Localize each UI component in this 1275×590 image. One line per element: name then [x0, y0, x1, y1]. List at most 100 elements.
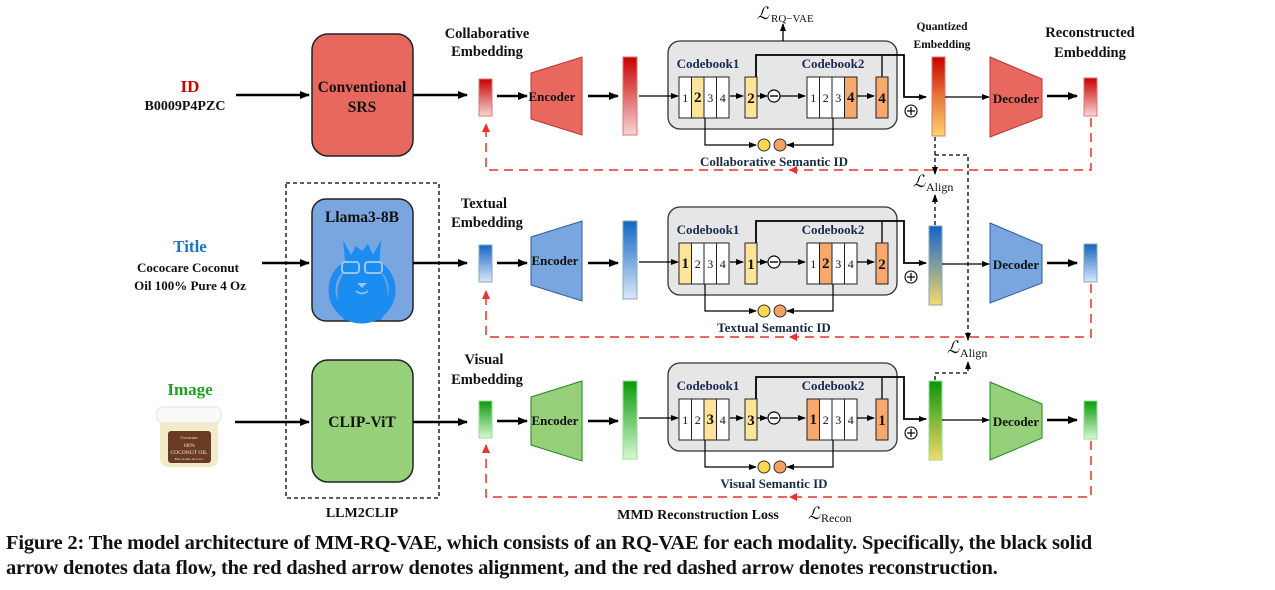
loss-recon-symbol: ℒ: [808, 504, 821, 524]
conventional-srs-label-line1: Conventional: [318, 79, 407, 96]
alignment-arrow: [935, 154, 971, 341]
textual-embedding-label-line1: Textual: [461, 196, 507, 212]
reconstructed-embedding-vector: [1083, 243, 1098, 283]
reconstruction-loss-arrow: [482, 284, 1092, 338]
codebook2-label: Codebook2: [802, 56, 865, 71]
llm2clip-group-box: [285, 182, 440, 499]
quantized-embedding-vector: [928, 380, 943, 461]
textual-embedding-vector: [478, 244, 493, 283]
quantized-embedding-vector: [928, 225, 943, 306]
input-title-value-line2: Oil 100% Pure 4 Oz: [134, 278, 246, 293]
loss-recon-subscript: Recon: [821, 511, 852, 525]
semantic-id-arrow: [704, 440, 757, 470]
input-title-value-line1: Cococare Coconut: [137, 260, 240, 275]
input-image-title: Image: [167, 380, 213, 399]
codebook2-entry: [844, 242, 858, 285]
codebook1-label: Codebook1: [677, 56, 740, 71]
codebook1-entry-index: 4: [720, 413, 726, 427]
product-label-brand: Cococare: [181, 435, 198, 440]
selected-code-1: [744, 242, 758, 285]
codebook1-entry-index: 3: [707, 91, 713, 105]
selected-code-2-index: 4: [878, 91, 886, 107]
semantic-id-token-2: [773, 304, 787, 318]
codebook1-entry-index: 1: [682, 413, 688, 427]
clip-vit-label: CLIP-ViT: [328, 414, 396, 431]
selected-code-1-index: 3: [747, 413, 755, 429]
semantic-id-arrow: [704, 284, 757, 314]
codebook1-label: Codebook1: [677, 222, 740, 237]
codebook1-entry: [716, 242, 730, 285]
mmd-reconstruction-loss-label: MMD Reconstruction Loss: [617, 508, 779, 523]
figure-caption: Figure 2: The model architecture of MM-R…: [6, 531, 1271, 581]
codebook2-entry: [844, 398, 858, 441]
input-id-title: ID: [181, 77, 200, 96]
llama-icon: [328, 240, 396, 324]
quantized-embedding-label-line2: Embedding: [914, 39, 971, 51]
reconstructed-embedding-label-line2: Embedding: [1054, 45, 1126, 61]
codebook1-entry-index: 2: [695, 257, 701, 271]
codebook2-entry-index: 3: [835, 91, 841, 105]
llm2clip-label: LLM2CLIP: [326, 506, 399, 521]
encoded-latent-vector: [622, 56, 638, 136]
semantic-id-token-1: [757, 460, 771, 474]
decoder-label: Decoder: [993, 91, 1039, 106]
reconstruction-loss-arrow: [482, 118, 1092, 171]
product-label-sub: Pure Aceite de Coco: [175, 457, 204, 461]
encoder-block: [530, 220, 583, 302]
conventional-srs-label-line2: SRS: [348, 99, 376, 116]
decoder-label: Decoder: [993, 257, 1039, 272]
codebook2-entry-index: 2: [823, 91, 829, 105]
quantized-embedding-vector: [931, 56, 946, 137]
selected-code-1: [744, 76, 758, 119]
encoder-label: Encoder: [529, 89, 576, 104]
alignment-arrow: [934, 361, 971, 380]
caption-line-2: arrow denotes data flow, the red dashed …: [6, 557, 998, 579]
codebook2-entry-index: 1: [810, 412, 818, 428]
product-label-name: COCONUT OIL: [170, 450, 208, 456]
encoded-latent-vector: [622, 220, 638, 300]
codebook2-entry-index: 3: [835, 257, 841, 271]
codebook2-entry-index: 4: [848, 413, 854, 427]
collaborative-embedding-vector: [478, 78, 493, 117]
codebook2-entry: [844, 76, 858, 119]
collaborative-embedding-label-line1: Collaborative: [445, 26, 530, 42]
codebook2-entry-index: 1: [810, 91, 816, 105]
codebook1-entry-index: 3: [707, 412, 715, 428]
codebook1-entry-index: 1: [682, 91, 688, 105]
semantic-id-label: Visual Semantic ID: [720, 476, 827, 491]
loss-align-subscript: Align: [960, 346, 987, 360]
input-title-title: Title: [173, 237, 207, 256]
codebook1-entry: [716, 398, 730, 441]
codebook1-entry-index: 3: [707, 257, 713, 271]
semantic-id-token-2: [773, 460, 787, 474]
loss-align-symbol: ℒ: [913, 172, 926, 192]
codebook2-entry-index: 3: [835, 413, 841, 427]
semantic-id-token-1: [757, 138, 771, 152]
residual-path-arrow: [755, 220, 927, 266]
codebook2-entry-index: 1: [810, 257, 816, 271]
semantic-id-arrow: [786, 118, 834, 148]
loss-rqvae-symbol: ℒ: [757, 4, 770, 24]
loss-align-symbol: ℒ: [947, 338, 960, 358]
reconstruction-direction-arrowhead: [789, 333, 797, 341]
reconstruction-direction-arrowhead: [789, 493, 797, 501]
codebook1-label: Codebook1: [677, 378, 740, 393]
caption-line-1: Figure 2: The model architecture of MM-R…: [6, 532, 1092, 554]
selected-code-2: [875, 242, 889, 285]
decoder-block: [989, 56, 1043, 138]
semantic-id-token-2: [773, 138, 787, 152]
residual-path-arrow: [755, 54, 927, 100]
codebook1-entry: [716, 76, 730, 119]
encoder-block: [530, 380, 583, 462]
product-label-percent: 100%: [183, 444, 195, 449]
quantized-embedding-label-line1: Quantized: [916, 21, 968, 33]
encoder-label: Encoder: [532, 413, 579, 428]
semantic-id-arrow: [786, 440, 834, 470]
encoder-block: [530, 56, 583, 136]
selected-code-2: [875, 76, 889, 119]
textual-embedding-label-line2: Embedding: [451, 215, 523, 231]
codebook2-label: Codebook2: [802, 378, 865, 393]
decoder-block: [989, 222, 1043, 304]
